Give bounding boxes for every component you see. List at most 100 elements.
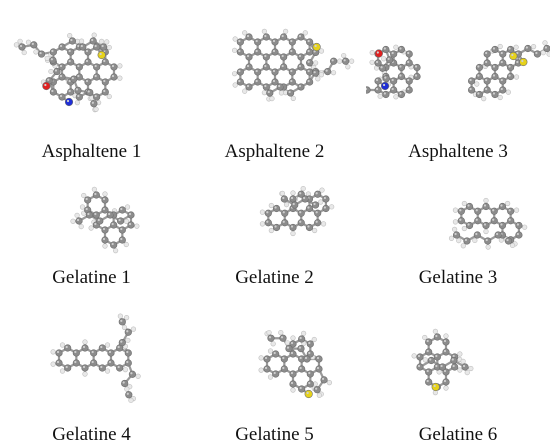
hydrogen-atom: [122, 367, 129, 373]
carbon-atom: [263, 365, 271, 373]
carbon-atom: [280, 195, 288, 203]
hydrogen-atom: [261, 28, 267, 34]
atom-highlight: [68, 79, 71, 83]
hydrogen-atom: [231, 47, 238, 53]
molecule-label: Gelatine 2: [235, 267, 314, 288]
carbon-atom: [306, 380, 314, 388]
carbon-atom: [272, 223, 281, 232]
carbon-atom: [312, 69, 320, 77]
hydrogen-atom: [117, 75, 123, 81]
carbon-atom: [498, 202, 507, 211]
carbon-atom: [467, 86, 476, 94]
hydrogen-atom: [121, 324, 128, 331]
atom-highlight: [120, 340, 123, 343]
atom-highlight: [246, 84, 250, 88]
carbon-atom: [498, 221, 507, 230]
atom-highlight: [299, 220, 302, 223]
carbon-atom: [116, 217, 125, 225]
atom-highlight: [77, 44, 80, 48]
atom-highlight: [417, 354, 421, 358]
carbon-atom: [236, 38, 244, 46]
carbon-atom: [463, 237, 471, 245]
atom-highlight: [391, 78, 394, 82]
molecule-cell-gelatine-2: Gelatine 2: [183, 170, 366, 300]
atom-highlight: [407, 87, 410, 91]
atom-highlight: [264, 356, 268, 360]
sulfur-atom: [97, 50, 106, 60]
hydrogen-atom: [443, 333, 449, 339]
carbon-atom: [499, 77, 507, 85]
hydrogen-atom: [472, 237, 478, 244]
atom-highlight: [417, 364, 421, 368]
atom-highlight: [307, 39, 310, 43]
atom-highlight: [274, 225, 277, 228]
carbon-atom: [451, 363, 459, 371]
hydrogen-atom: [313, 60, 319, 66]
hydrogen-atom: [369, 59, 375, 65]
carbon-atom: [93, 43, 101, 51]
carbon-atom: [297, 219, 305, 227]
carbon-atom: [101, 78, 109, 86]
carbon-atom: [93, 63, 101, 71]
hydrogen-atom: [381, 56, 387, 62]
carbon-atom: [67, 58, 75, 66]
atom-highlight: [268, 336, 272, 339]
atom-highlight: [323, 206, 327, 209]
carbon-atom: [397, 63, 406, 72]
hydrogen-atom: [258, 367, 264, 373]
atom-highlight: [126, 360, 129, 364]
atom-highlight: [516, 60, 519, 64]
carbon-atom: [311, 201, 320, 209]
atom-highlight: [366, 87, 368, 91]
atom-highlight: [452, 364, 455, 368]
atom-highlight: [331, 59, 334, 62]
hydrogen-atom: [345, 64, 351, 70]
carbon-atom: [494, 231, 502, 239]
gelatine-1-model: [70, 186, 140, 254]
hydrogen-atom: [318, 199, 324, 205]
atom-highlight: [343, 59, 346, 62]
atom-highlight: [315, 192, 318, 195]
hydrogen-atom: [468, 365, 474, 372]
hydrogen-atom: [117, 313, 123, 319]
atom-highlight: [435, 334, 438, 338]
atom-highlight: [290, 381, 294, 385]
atom-highlight: [492, 74, 496, 77]
atom-highlight: [281, 34, 284, 38]
atom-highlight: [303, 196, 306, 200]
carbon-atom: [427, 356, 435, 365]
atom-highlight: [267, 90, 270, 94]
atom-highlight: [264, 64, 267, 68]
atom-highlight: [108, 360, 112, 364]
hydrogen-atom: [50, 349, 56, 355]
carbon-atom: [84, 58, 92, 66]
atom-highlight: [77, 74, 80, 78]
atom-highlight: [238, 49, 241, 53]
carbon-atom: [124, 359, 132, 367]
atom-highlight: [443, 369, 447, 373]
hydrogen-atom: [457, 351, 463, 357]
hydrogen-atom: [460, 358, 466, 364]
carbon-atom: [49, 48, 57, 56]
atom-highlight: [47, 78, 50, 81]
carbon-atom: [124, 328, 132, 336]
atom-highlight: [469, 87, 472, 91]
atom-highlight: [315, 211, 318, 214]
atom-highlight: [464, 238, 468, 242]
carbon-atom: [450, 356, 458, 365]
atom-highlight: [59, 44, 63, 48]
hydrogen-atom: [259, 221, 266, 227]
hydrogen-atom: [267, 374, 274, 380]
hydrogen-atom: [267, 348, 274, 354]
carbon-atom: [298, 385, 306, 393]
hydrogen-atom: [452, 219, 459, 225]
atom-highlight: [85, 59, 89, 63]
hydrogen-atom: [74, 100, 80, 106]
atom-highlight: [435, 354, 438, 358]
hydrogen-atom: [270, 341, 276, 347]
carbon-atom: [475, 63, 483, 72]
carbon-atom: [101, 58, 109, 66]
atom-highlight: [264, 54, 267, 58]
carbon-atom: [306, 59, 314, 67]
hydrogen-atom: [497, 94, 503, 101]
